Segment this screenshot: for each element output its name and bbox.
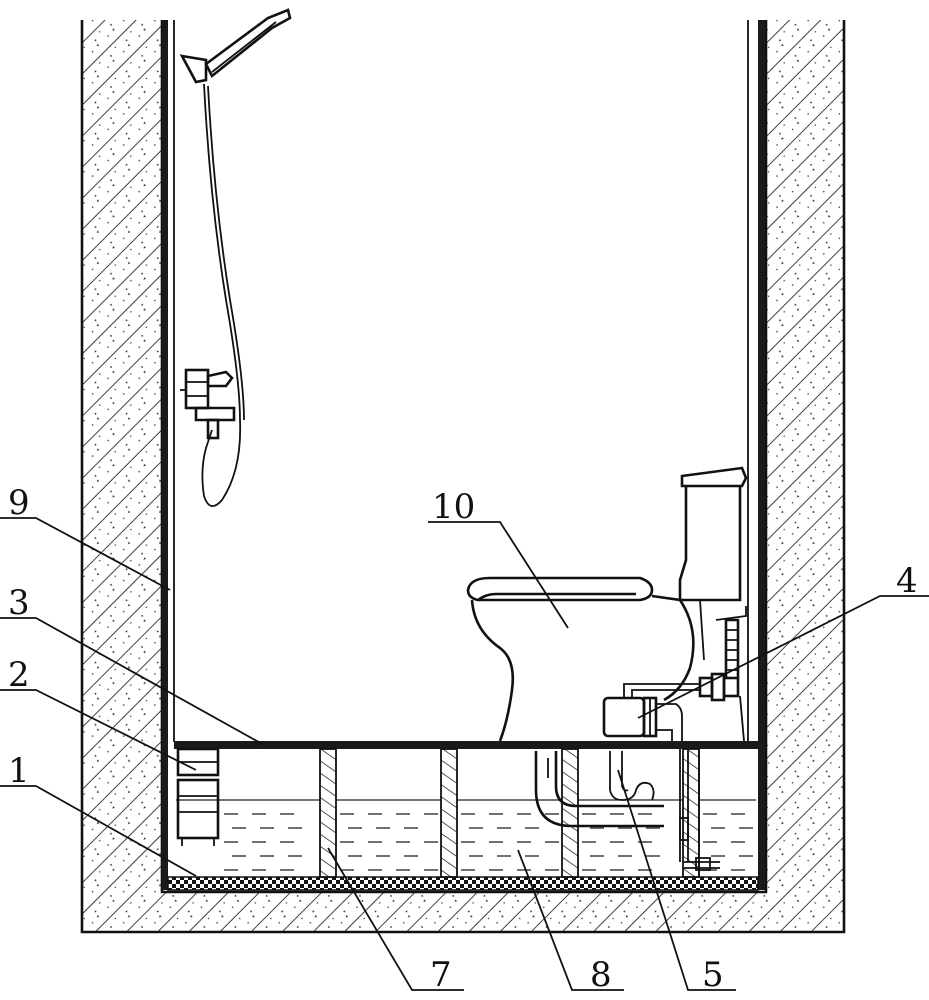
right-waterproof-membrane <box>758 20 765 890</box>
label-10: 10 <box>432 487 475 527</box>
leader-lines <box>0 517 929 991</box>
leader-line-9 <box>0 517 171 591</box>
leader-line-1 <box>0 785 197 877</box>
label-1: 1 <box>8 751 30 791</box>
leader-line-7 <box>327 847 464 991</box>
bottom-waterproof-layer <box>167 876 759 891</box>
reference-numerals: 9 3 2 1 10 4 7 8 5 <box>8 483 918 995</box>
left-wall <box>82 20 162 932</box>
pump-pipes <box>679 749 720 877</box>
leader-line-2 <box>0 689 197 771</box>
support-column <box>440 748 458 878</box>
floor-slab <box>82 892 844 932</box>
floor-plate <box>174 741 758 749</box>
label-7: 7 <box>430 955 452 995</box>
support-column <box>319 748 337 878</box>
label-9: 9 <box>8 483 30 523</box>
wall-lining-layers <box>162 20 765 890</box>
label-3: 3 <box>8 583 30 623</box>
toilet-waste-pipe <box>534 751 664 828</box>
shower-head-icon <box>179 8 292 84</box>
label-4: 4 <box>896 561 918 601</box>
shower-mixer-valve-icon <box>180 368 236 440</box>
leader-line-4 <box>637 595 929 719</box>
leader-line-8 <box>517 849 624 991</box>
label-8: 8 <box>590 955 612 995</box>
toilet-icon <box>466 466 748 742</box>
support-columns <box>319 748 700 878</box>
water-layer <box>176 799 756 871</box>
left-waterproof-membrane <box>162 20 168 890</box>
support-column <box>561 748 579 878</box>
shower-system <box>179 8 292 507</box>
leader-line-10 <box>428 521 569 629</box>
flush-pump-assembly <box>602 606 747 742</box>
right-wall <box>766 20 844 932</box>
label-5: 5 <box>702 955 724 995</box>
leader-line-5 <box>617 769 736 991</box>
leader-line-3 <box>0 617 265 746</box>
label-2: 2 <box>8 655 30 695</box>
